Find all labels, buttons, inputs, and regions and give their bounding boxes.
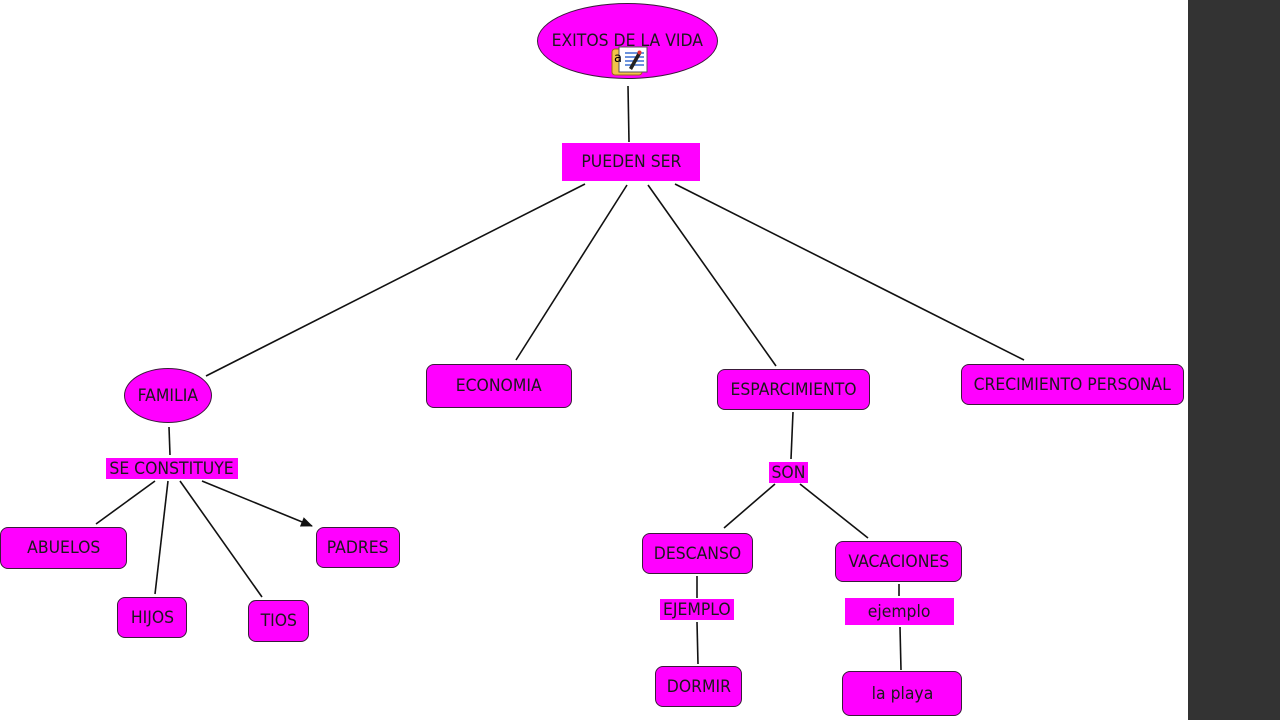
concept-descanso[interactable]: DESCANSO xyxy=(642,533,753,574)
concept-label: PADRES xyxy=(327,537,389,558)
link-label: SE CONSTITUYE xyxy=(109,458,235,479)
edge-pueden-familia xyxy=(205,183,586,377)
edge-esparc-son xyxy=(790,411,794,460)
concept-label: CRECIMIENTO PERSONAL xyxy=(973,374,1172,395)
concept-la-playa[interactable]: la playa xyxy=(842,671,962,716)
edge-familia-seconst xyxy=(168,426,171,456)
concept-label: TIOS xyxy=(260,611,297,631)
edge-pueden-esparcimiento xyxy=(647,184,777,367)
edge-seconst-abuelos xyxy=(95,480,156,525)
concept-vacaciones[interactable]: VACACIONES xyxy=(835,541,962,582)
concept-label: HIJOS xyxy=(130,607,174,628)
concept-label: DORMIR xyxy=(666,676,731,697)
concept-economia[interactable]: ECONOMIA xyxy=(426,364,572,408)
concept-label: DESCANSO xyxy=(653,543,742,564)
link-ejemplo-vacaciones[interactable]: ejemplo xyxy=(845,598,954,625)
edge-pueden-crecimiento xyxy=(674,183,1025,361)
concept-hijos[interactable]: HIJOS xyxy=(117,597,187,638)
concept-esparcimiento[interactable]: ESPARCIMIENTO xyxy=(717,369,870,410)
concept-crecimiento-personal[interactable]: CRECIMIENTO PERSONAL xyxy=(961,364,1184,405)
link-label: PUEDEN SER xyxy=(580,152,682,172)
edge-ejemplo-playa xyxy=(899,626,902,671)
edge-son-descanso xyxy=(723,483,776,529)
link-se-constituye[interactable]: SE CONSTITUYE xyxy=(106,458,238,479)
link-label: SON xyxy=(771,462,806,483)
link-ejemplo-descanso[interactable]: EJEMPLO xyxy=(660,599,734,620)
edge-son-vacaciones xyxy=(799,483,869,539)
concept-label: FAMILIA xyxy=(137,385,199,406)
resource-document-icon[interactable]: a xyxy=(611,46,649,76)
edge-ejemplo-dormir xyxy=(696,621,699,665)
edge-root-pueden xyxy=(627,85,630,143)
link-label: ejemplo xyxy=(868,601,931,622)
concept-abuelos[interactable]: ABUELOS xyxy=(0,527,127,569)
link-son[interactable]: SON xyxy=(769,462,808,483)
concept-label: ECONOMIA xyxy=(456,376,542,396)
concept-familia[interactable]: FAMILIA xyxy=(124,368,212,423)
concept-tios[interactable]: TIOS xyxy=(248,600,309,642)
concept-label: la playa xyxy=(871,683,933,704)
right-side-panel xyxy=(1188,0,1280,720)
edge-seconst-tios xyxy=(179,480,263,598)
edge-pueden-economia xyxy=(515,184,628,361)
concept-label: ESPARCIMIENTO xyxy=(730,379,857,400)
connector-lines xyxy=(95,85,1025,671)
concept-map-canvas: EXITOS DE LA VIDA a PUEDEN SER FAMILIA E… xyxy=(0,3,1184,716)
link-pueden-ser[interactable]: PUEDEN SER xyxy=(562,143,700,181)
edge-seconst-padres xyxy=(201,480,313,527)
concept-label: VACACIONES xyxy=(848,551,949,572)
edge-seconst-hijos xyxy=(154,480,169,595)
concept-dormir[interactable]: DORMIR xyxy=(655,666,742,707)
concept-label: ABUELOS xyxy=(26,538,101,558)
concept-label: EXITOS DE LA VIDA xyxy=(551,31,704,51)
svg-text:a: a xyxy=(614,51,622,66)
concept-padres[interactable]: PADRES xyxy=(316,527,400,568)
link-label: EJEMPLO xyxy=(663,599,731,620)
